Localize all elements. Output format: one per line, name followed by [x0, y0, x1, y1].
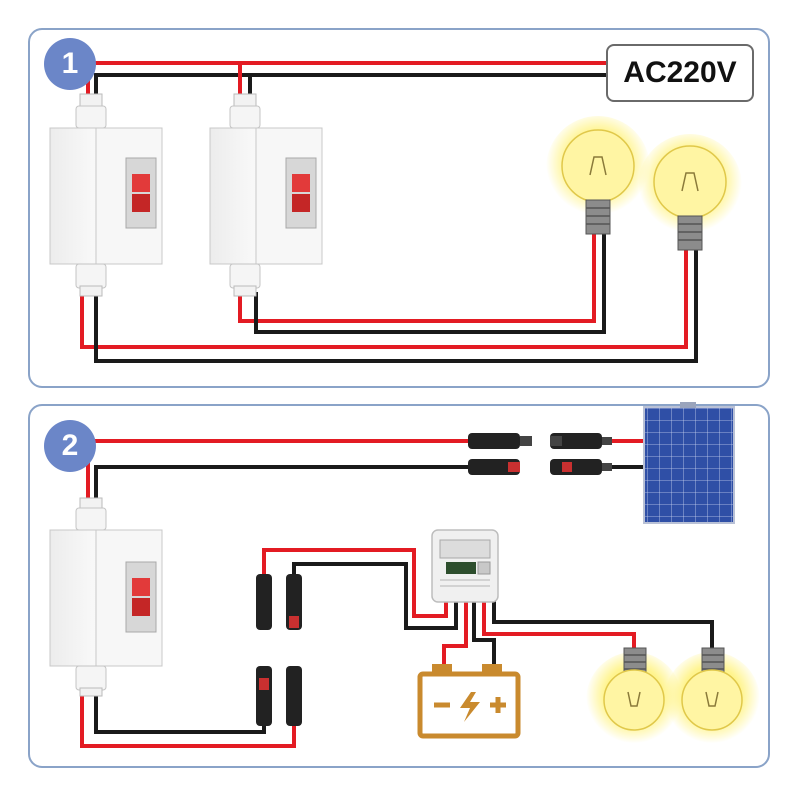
circuit-breaker-box-3: [49, 497, 163, 697]
solar-panel: [643, 402, 735, 524]
light-bulb-2: [638, 134, 742, 251]
bulb2-negative-wire: [94, 248, 698, 363]
light-bulb-4: [664, 647, 760, 748]
charge-controller: [431, 529, 499, 603]
breaker3-output-negative: [94, 694, 266, 734]
light-bulb-1: [546, 116, 650, 235]
battery-negative-wire: [472, 600, 496, 668]
controller-pv-positive: [262, 548, 448, 618]
step-badge-1: 1: [44, 38, 96, 90]
circuit-breaker-box-1: [49, 93, 163, 297]
step-badge-2: 2: [44, 420, 96, 472]
panel1-wires: [80, 61, 698, 363]
circuit-breaker-box-2: [209, 93, 323, 297]
voltage-label: AC220V: [606, 44, 754, 102]
breaker3-output-positive: [80, 694, 296, 748]
bulb1-negative-wire: [254, 232, 606, 334]
bulb1-positive-wire: [238, 232, 596, 323]
ac-positive-wire: [86, 61, 608, 96]
light-bulb-3: [586, 647, 682, 748]
solar-positive-wire: [86, 439, 468, 500]
battery-positive-wire: [442, 600, 468, 668]
battery: [417, 664, 521, 739]
bulb2-positive-wire: [80, 248, 688, 349]
panel2-wires: [80, 439, 714, 748]
load-positive-wire: [482, 600, 636, 650]
solar-negative-wire: [94, 465, 468, 500]
mc4-connector-pair-upper: [256, 574, 302, 630]
load-negative-wire: [492, 600, 714, 650]
mc4-connector-pair-lower: [256, 666, 302, 726]
mc4-connector-pair-top: [468, 433, 612, 475]
controller-pv-negative: [292, 562, 458, 630]
ac-negative-wire: [94, 73, 608, 96]
